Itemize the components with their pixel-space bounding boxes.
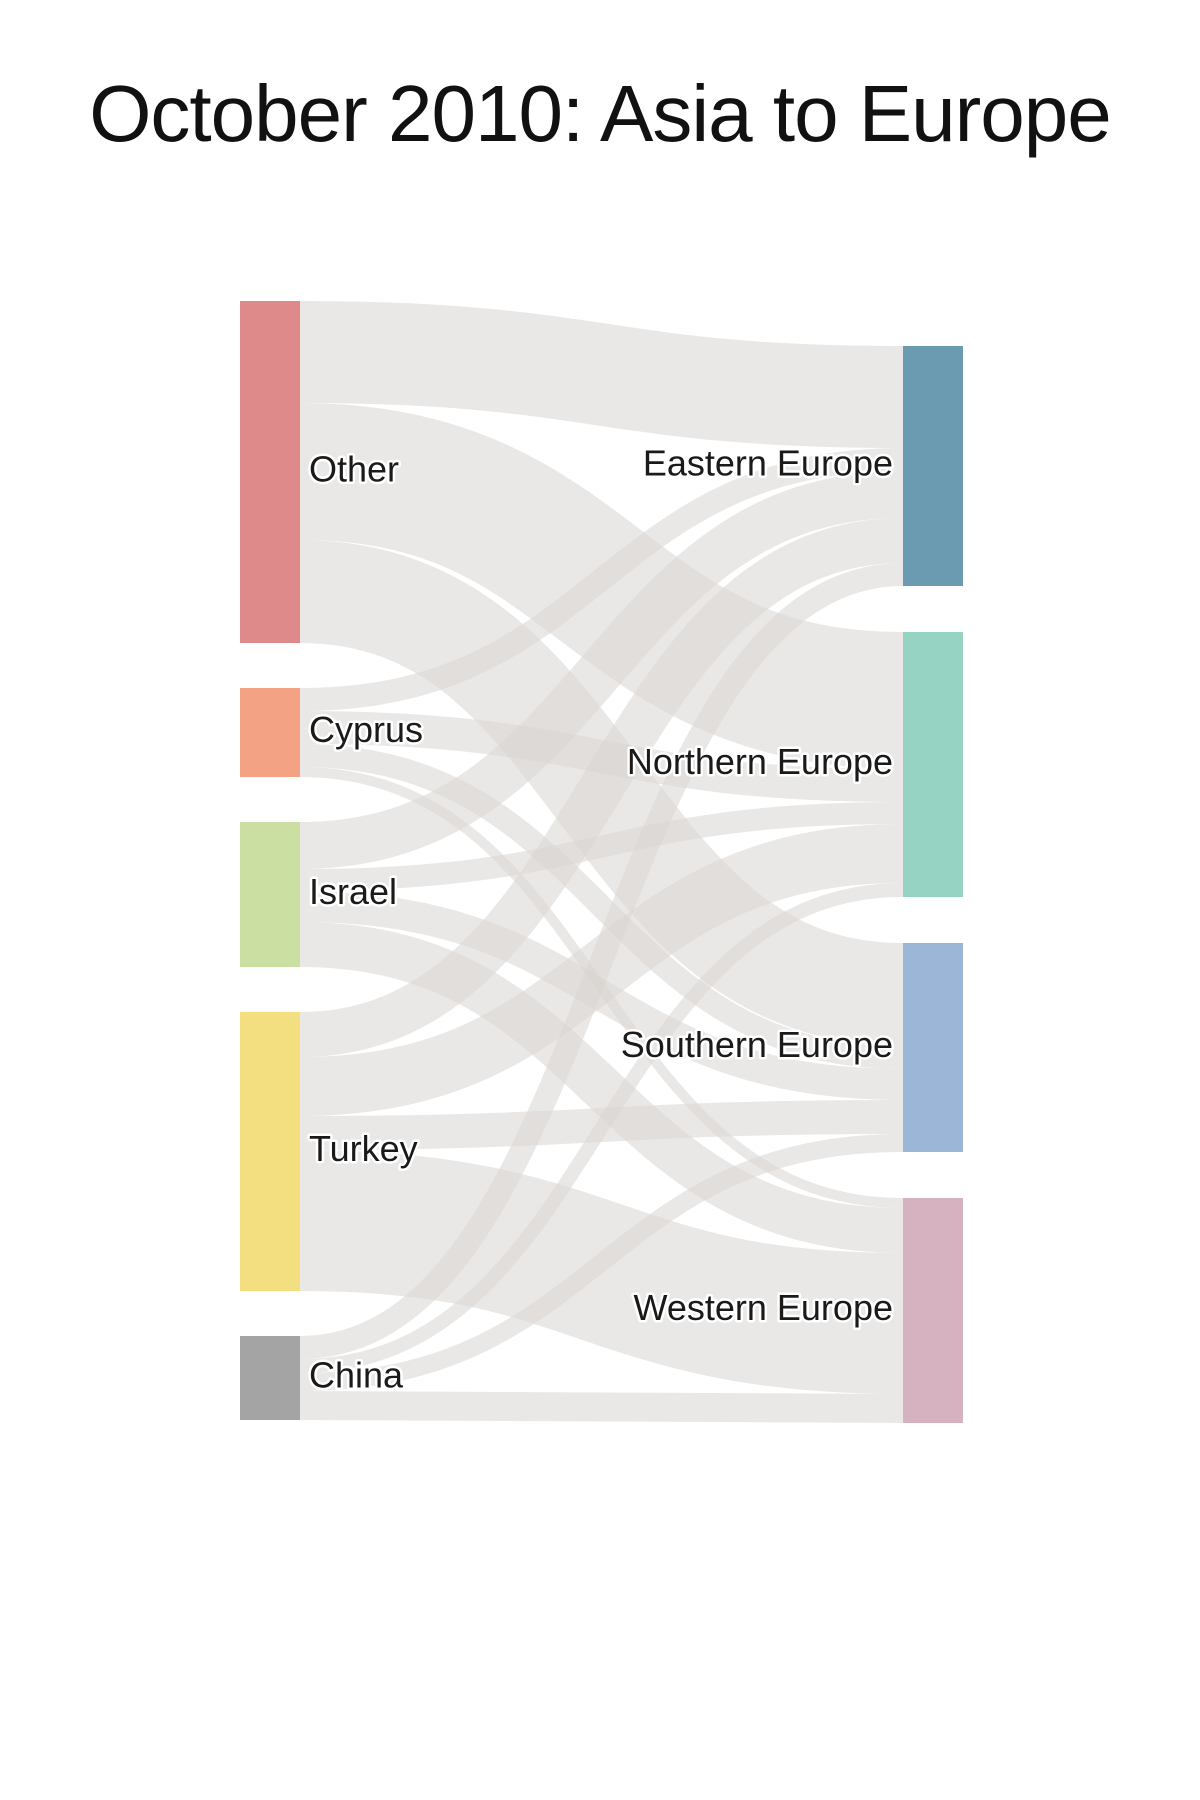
link-china-to-southern	[299, 1134, 904, 1391]
node-label-northern-europe: Northern Europe	[627, 741, 893, 782]
link-other-to-eastern	[299, 301, 904, 448]
node-other	[240, 301, 300, 643]
node-label-cyprus: Cyprus	[309, 709, 423, 750]
node-cyprus	[240, 688, 300, 777]
link-israel-to-eastern	[299, 471, 904, 869]
node-western-europe	[903, 1198, 963, 1423]
link-cyprus-to-eastern	[299, 448, 904, 711]
node-label-southern-europe: Southern Europe	[621, 1024, 893, 1065]
link-israel-to-northern	[299, 802, 904, 891]
node-label-turkey: Turkey	[309, 1128, 418, 1169]
link-layer	[298, 301, 905, 1423]
link-israel-to-western	[299, 922, 904, 1253]
node-turkey	[240, 1012, 300, 1291]
node-southern-europe	[903, 943, 963, 1152]
link-cyprus-to-southern	[299, 744, 904, 1069]
link-china-to-eastern	[299, 563, 904, 1359]
node-label-china: China	[309, 1355, 404, 1396]
node-layer	[240, 301, 963, 1423]
link-china-to-northern	[299, 883, 904, 1373]
link-turkey-to-eastern	[299, 518, 904, 1057]
node-label-western-europe: Western Europe	[634, 1287, 893, 1328]
node-northern-europe	[903, 632, 963, 897]
node-label-israel: Israel	[309, 871, 397, 912]
chart-title: October 2010: Asia to Europe	[89, 69, 1112, 158]
node-label-eastern-europe: Eastern Europe	[643, 443, 893, 484]
node-israel	[240, 822, 300, 967]
link-china-to-western	[299, 1391, 904, 1423]
node-china	[240, 1336, 300, 1420]
node-label-other: Other	[309, 449, 399, 490]
node-eastern-europe	[903, 346, 963, 586]
